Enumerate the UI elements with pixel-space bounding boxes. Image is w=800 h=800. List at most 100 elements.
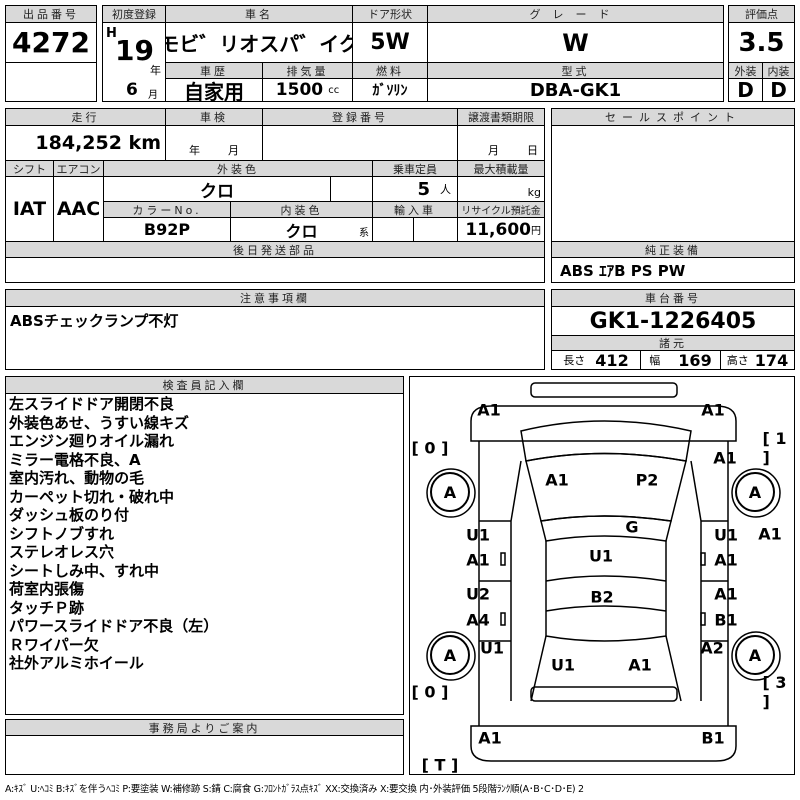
notes-text: ABSチェックランプ不灯	[10, 312, 179, 330]
inspector-cell	[5, 393, 404, 715]
inspector-item: ミラー電格不良、A	[9, 450, 141, 469]
width-label: 幅	[649, 354, 661, 367]
later-label: 後日発送部品	[5, 241, 545, 258]
damage-mark: A1	[714, 584, 738, 604]
inspection-cell: 年月	[165, 125, 263, 161]
shift: IAT	[5, 176, 54, 242]
reg-year: 19	[115, 34, 154, 67]
equipment: ABS ｴｱB PS PW	[551, 257, 795, 283]
width-cell: 幅 169	[640, 350, 721, 370]
intcolor-label: 内装色	[230, 201, 373, 218]
era: H	[106, 26, 117, 41]
displacement: 1500	[275, 80, 324, 100]
damage-mark: A4	[466, 610, 490, 630]
score-label: 評価点	[728, 5, 795, 23]
damage-mark: A1	[478, 728, 502, 748]
spec-label: 諸元	[551, 335, 795, 351]
transfer-label: 譲渡書類期限	[457, 108, 545, 126]
inspector-item: パワースライドドア不良（左）	[9, 617, 219, 635]
width: 169	[678, 350, 712, 370]
damage-mark: U1	[713, 525, 739, 545]
inspector-item: ステレオレス穴	[9, 543, 115, 561]
load-unit: kg	[457, 176, 545, 202]
damage-mark: A1	[466, 550, 490, 570]
inspector-item: ダッシュ板のり付	[9, 506, 130, 524]
sales-label: セールスポイント	[551, 108, 795, 126]
inspector-item: シートしみ中、すれ中	[9, 561, 160, 580]
seats-unit: 人	[440, 183, 451, 196]
seats: 5	[417, 178, 430, 200]
color: クロ	[103, 176, 331, 202]
month-unit: 月	[148, 90, 158, 101]
insp-month: 月	[228, 144, 239, 157]
import-label: 輸入車	[372, 201, 458, 218]
damage-mark: A1	[701, 400, 725, 420]
lot-empty	[5, 62, 97, 102]
car-name: モビ゛リオスパ゛イク	[165, 22, 353, 63]
color-label: 外装色	[103, 160, 373, 177]
history: 自家用	[165, 78, 263, 102]
sales-cell	[551, 125, 795, 242]
height-label: 高さ	[726, 354, 749, 367]
height: 174	[754, 350, 789, 370]
damage-mark: A	[735, 635, 775, 675]
office-cell	[5, 735, 404, 775]
damage-mark: A1	[714, 550, 738, 570]
import-cell-2	[413, 217, 458, 242]
chassis-number: GK1-1226405	[551, 306, 795, 336]
inspector-item: エンジン廻りオイル漏れ	[9, 432, 175, 450]
inspector-label: 検査員記入欄	[5, 376, 404, 394]
inspection-label: 車検	[165, 108, 263, 126]
ac-label: エアコン	[53, 160, 104, 177]
reg-month: 6	[126, 80, 138, 100]
damage-mark: A1	[477, 400, 501, 420]
damage-mark: P2	[635, 470, 659, 490]
recycle-label: リサイクル預託金	[457, 201, 545, 218]
damage-mark: U2	[465, 584, 491, 604]
height-cell: 高さ 174	[720, 350, 795, 370]
damage-mark: B2	[590, 587, 614, 607]
int-label: 内装	[762, 62, 795, 79]
load-label: 最大積載量	[457, 160, 545, 177]
year-unit: 年	[150, 64, 161, 77]
insp-year: 年	[189, 144, 200, 157]
notes-cell: ABSチェックランプ不灯	[5, 306, 545, 370]
inspector-item: Ｒワイパー欠	[9, 635, 99, 654]
intcolor-cell: クロ 系	[230, 217, 373, 242]
damage-mark: [ 0 ]	[411, 682, 449, 702]
door-label: ドア形状	[352, 5, 428, 23]
mileage-label: 走行	[5, 108, 166, 126]
lot-label: 出品番号	[5, 5, 97, 23]
damage-mark: [ 0 ]	[411, 438, 449, 458]
grade-label: グレード	[427, 5, 724, 23]
intcolor: クロ	[285, 221, 318, 241]
tr-day: 日	[527, 144, 538, 157]
intcolor-unit: 系	[359, 228, 369, 239]
disp-unit: cc	[328, 84, 340, 96]
transfer-cell: 月日	[457, 125, 545, 161]
inspector-item: カーペット切れ・破れ中	[9, 487, 175, 506]
legend: A:ｷｽﾞ U:ﾍｺﾐ B:ｷｽﾞを伴うﾍｺﾐ P:要塗装 W:補修跡 S:錆 …	[5, 784, 584, 795]
displacement-cell: 1500 cc	[262, 78, 353, 102]
damage-mark: B1	[701, 728, 725, 748]
damage-mark: A1	[713, 448, 737, 468]
damage-mark: A1	[758, 524, 782, 544]
car-outline	[426, 382, 781, 762]
inspector-item: 社外アルミホイール	[9, 654, 144, 672]
damage-mark: U1	[550, 655, 576, 675]
inspector-item: 外装色あせ、うすい線キズ	[9, 413, 190, 432]
regno-cell	[262, 125, 458, 161]
inspector-item: シフトノブすれ	[9, 524, 115, 543]
notes-label: 注意事項欄	[5, 289, 545, 307]
ac: AAC	[53, 176, 104, 242]
regno-label: 登録番号	[262, 108, 458, 126]
damage-mark: U1	[479, 638, 505, 658]
ext-label: 外装	[728, 62, 763, 79]
int-grade: D	[762, 78, 795, 102]
damage-mark: [ 3 ]	[762, 673, 787, 711]
fuel-label: 燃料	[352, 62, 428, 79]
model-label: 型式	[427, 62, 724, 79]
